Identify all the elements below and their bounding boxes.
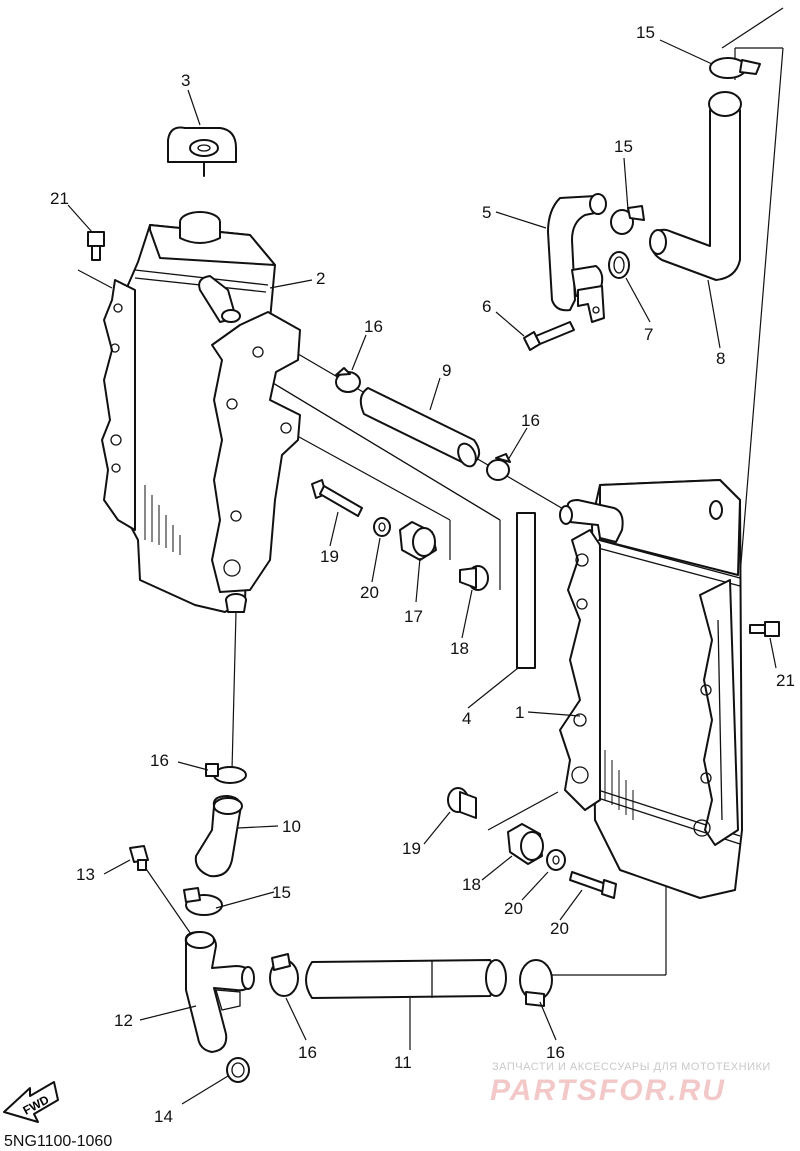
right-radiator-fins — [604, 750, 634, 820]
callout-14: 14 — [154, 1107, 173, 1126]
watermark: ЗАПЧАСТИ И АКСЕССУАРЫ ДЛЯ МОТОТЕХНИКИ PA… — [490, 1061, 771, 1107]
o-ring-14 — [226, 1057, 250, 1083]
callout-16-lower-middle: 16 — [298, 1043, 317, 1062]
callout-15-top: 15 — [636, 23, 655, 42]
callout-21-right: 21 — [776, 671, 795, 690]
bolt-13 — [129, 845, 149, 871]
clamp-15-top — [709, 57, 761, 79]
bolt-21-right — [749, 621, 780, 637]
clamp-16-upper-left — [335, 367, 361, 393]
callout-7: 7 — [644, 325, 653, 344]
collar-18-upper — [459, 565, 489, 591]
callout-10: 10 — [282, 817, 301, 836]
watermark-tagline: ЗАПЧАСТИ И АКСЕССУАРЫ ДЛЯ МОТОТЕХНИКИ — [492, 1061, 771, 1073]
callout-1: 1 — [515, 703, 524, 722]
callout-13: 13 — [76, 865, 95, 884]
hose-12 — [184, 931, 255, 1053]
damper-17-upper — [399, 521, 437, 561]
bracket-hose-5 — [577, 285, 605, 323]
callout-6: 6 — [482, 297, 491, 316]
callout-16-lower-right: 16 — [546, 1043, 565, 1062]
callout-leaders — [67, 39, 777, 1105]
callout-21-left: 21 — [50, 189, 69, 208]
radiator-cap — [167, 126, 237, 177]
callout-11: 11 — [394, 1053, 412, 1072]
callout-15-lower: 15 — [272, 883, 291, 902]
fwd-arrow-icon: FWD — [3, 1081, 59, 1123]
callout-17-lower: 18 — [462, 875, 481, 894]
hose-8 — [649, 91, 742, 281]
callout-8: 8 — [716, 349, 725, 368]
clamp-16-lower-right — [519, 959, 553, 1007]
hose-10 — [194, 795, 243, 878]
callout-20-upper: 20 — [360, 583, 379, 602]
clamp-16-lower-left — [205, 763, 247, 784]
callout-18-upper: 18 — [450, 639, 469, 658]
callout-18-lower: 19 — [402, 839, 421, 858]
diagram-code: 5NG1100-1060 — [4, 1133, 112, 1150]
callout-19-lower: 20 — [550, 919, 569, 938]
callout-9: 9 — [442, 361, 451, 380]
clamp-16-lower-middle — [269, 953, 299, 997]
clamp-15-lower — [183, 887, 223, 916]
callout-16-lower-left: 16 — [150, 751, 169, 770]
callout-labels: 3 21 2 16 9 16 5 6 7 8 15 15 19 20 17 18… — [50, 23, 795, 1126]
hose-9 — [359, 387, 481, 468]
bolt-19-lower — [569, 871, 617, 899]
washer-20-lower — [546, 849, 566, 871]
callout-17-upper: 17 — [404, 607, 423, 626]
bolt-6 — [523, 321, 575, 351]
left-radiator-fins — [144, 485, 181, 555]
callout-16-upper-right: 16 — [521, 411, 540, 430]
clamp-16-upper-right — [486, 453, 511, 481]
washer-20-upper — [373, 517, 391, 537]
hose-11 — [305, 959, 507, 999]
callout-12: 12 — [114, 1011, 133, 1030]
bolt-21-left — [87, 231, 105, 261]
callout-16-upper-left: 16 — [364, 317, 383, 336]
right-radiator — [559, 479, 743, 899]
bolt-19-upper — [311, 479, 363, 517]
assembly-guide-lines — [77, 7, 784, 976]
callout-3: 3 — [181, 71, 190, 90]
callout-4: 4 — [462, 709, 471, 728]
callout-19-upper: 19 — [320, 547, 339, 566]
left-side-cover — [211, 311, 301, 593]
o-ring-7 — [608, 251, 630, 279]
watermark-logo: PARTSFOR.RU — [490, 1074, 726, 1107]
collar-18-lower — [447, 787, 477, 819]
callout-15-middle: 15 — [614, 137, 633, 156]
callout-2: 2 — [316, 269, 325, 288]
damper-17-lower — [507, 823, 544, 865]
clamp-15-middle — [610, 205, 645, 235]
plate-4 — [516, 512, 536, 669]
callout-5: 5 — [482, 203, 491, 222]
callout-20-lower: 20 — [504, 899, 523, 918]
